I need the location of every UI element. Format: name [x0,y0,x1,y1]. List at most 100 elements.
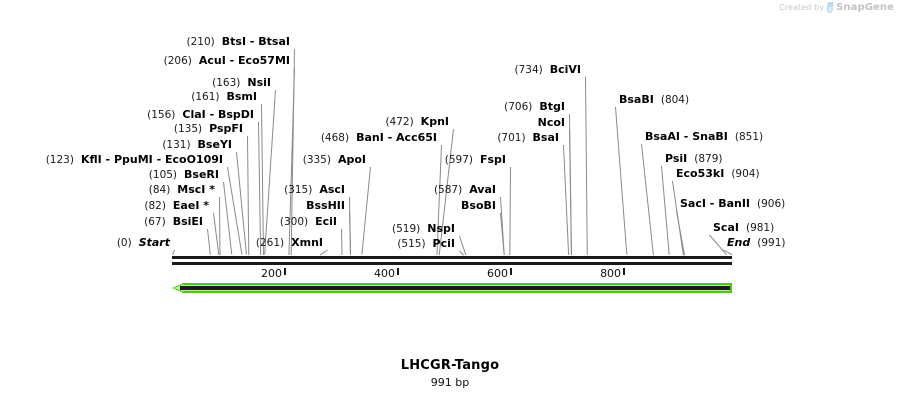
site-position: (156) [147,109,176,121]
site-label-bseyi[interactable]: (131) BseYI [162,139,232,152]
site-label-eaei[interactable]: (82) EaeI * [144,199,209,213]
site-position: (906) [757,198,786,210]
sequence-length: 991 bp [430,376,470,389]
site-label-acui[interactable]: (206) AcuI - Eco57MI [164,54,290,68]
site-label-bsiei[interactable]: (67) BsiEI [144,216,203,229]
leader-line [219,196,221,256]
ruler-tick [623,268,626,275]
enzyme-name: Eco53kI [676,167,725,180]
ruler-tick [510,268,513,275]
site-position: (105) [148,169,178,181]
enzyme-name: SnaBI [692,130,728,143]
site-label-pspfi[interactable]: (135) PspFI [174,123,243,136]
ruler-tick-label: 200 [261,267,283,280]
snapgene-watermark: Created by SnapGene [779,2,894,13]
site-position: (161) [191,91,220,103]
enzyme-separator: - [383,131,397,144]
site-label-avai[interactable]: (587) AvaI [434,184,496,197]
enzyme-name: KpnI [420,115,449,128]
ruler-tick-label: 800 [600,267,622,280]
leader-line [261,103,264,255]
site-label-ncoi[interactable]: NcoI [538,117,565,129]
site-position: (261) [255,237,285,249]
site-position: (519) [392,223,421,235]
site-label-xmni[interactable]: (261) XmnI [255,236,323,250]
site-label-psii[interactable]: PsiI (879) [665,153,723,166]
leader-line [361,166,371,256]
enzyme-separator: - [152,153,165,166]
site-label-apoi[interactable]: (335) ApoI [303,154,366,167]
site-label-kfli[interactable]: (123) KflI - PpuMI - EcoO109I [46,153,223,167]
site-position: (879) [694,153,723,165]
watermark-prefix: Created by [779,3,825,12]
enzyme-name: BspDI [217,108,254,121]
site-position: (515) [397,238,426,250]
site-label-bsshii[interactable]: BssHII [306,200,345,212]
site-position: (804) [660,94,690,106]
site-label-nsii[interactable]: (163) NsiI [212,77,271,90]
site-position: (163) [212,77,241,89]
site-label-btsi[interactable]: (210) BtsI - BtsaI [186,35,290,49]
site-position: (472) [385,116,414,128]
site-position: (131) [162,139,191,151]
site-label-scai[interactable]: ScaI (981) [713,222,774,235]
site-label-bsmi[interactable]: (161) BsmI [191,91,257,104]
site-label-banaccsub[interactable]: (468) BanI - Acc65I [321,131,437,145]
leader-line [247,135,250,255]
site-label-pcii[interactable]: (515) PciI [397,238,455,251]
enzyme-name: BsaBI [619,93,654,106]
site-label-kpni[interactable]: (472) KpnI [385,115,449,129]
site-position: (210) [186,36,215,48]
enzyme-separator: - [205,108,218,121]
site-label-btgi[interactable]: (706) BtgI [504,101,565,114]
enzyme-name: NspI [427,222,455,235]
enzyme-name: ClaI [182,108,206,121]
enzyme-separator: - [246,35,259,48]
site-label-msci[interactable]: (84) MscI * [149,183,215,197]
site-label-end[interactable]: End (991) [727,236,785,250]
orf-arrow-head [172,283,184,293]
site-label-nspi[interactable]: (519) NspI [392,222,455,236]
site-label-bsabi[interactable]: BsaBI (804) [619,93,690,107]
ruler-tick [284,268,287,275]
backbone-bottom-strand [172,262,732,265]
enzyme-name: SacI [680,197,706,210]
ruler-tick-label: 600 [487,267,509,280]
leader-line [236,151,248,256]
site-label-bsobi[interactable]: BsoBI [461,200,496,212]
site-label-eco53ki[interactable]: Eco53kI (904) [676,167,760,181]
site-label-bsaai[interactable]: BsaAI - SnaBI (851) [645,130,763,144]
enzyme-name: End [727,236,751,249]
ruler-tick-label: 400 [374,267,396,280]
site-label-bcivi[interactable]: (734) BciVI [514,64,581,77]
leader-line [709,234,728,256]
site-label-saci[interactable]: SacI - BanII (906) [680,197,786,211]
enzyme-name: AcuI [198,54,226,67]
enzyme-separator: - [225,54,239,67]
backbone-top-strand [172,256,732,259]
leader-line [319,249,328,256]
site-label-start[interactable]: (0) Start [117,237,170,250]
orf-arrow[interactable] [172,283,732,293]
enzyme-name: Eco57MI [238,54,290,67]
site-position: (315) [284,184,313,196]
enzyme-name: MscI * [177,183,215,196]
site-label-fspi[interactable]: (597) FspI [445,154,506,167]
site-position: (67) [144,216,166,228]
enzyme-name: BsaI [532,131,559,144]
site-label-bseri[interactable]: (105) BseRI [148,169,219,182]
site-label-bsai[interactable]: (701) BsaI [497,131,559,145]
enzyme-name: XmnI [291,236,323,249]
enzyme-name: EcoO109I [165,153,223,166]
site-label-clai[interactable]: (156) ClaI - BspDI [147,108,254,122]
enzyme-name: BsoBI [461,199,496,212]
enzyme-name: EaeI * [172,199,209,212]
site-label-ecii[interactable]: (300) EciI [280,216,337,229]
snapgene-logo-icon [826,2,834,13]
leader-line [509,166,511,256]
site-label-asci[interactable]: (315) AscI [284,184,345,197]
enzyme-name: KflI [80,153,102,166]
site-position: (734) [514,64,543,76]
title-block: LHCGR-Tango 991 bp [0,358,900,389]
